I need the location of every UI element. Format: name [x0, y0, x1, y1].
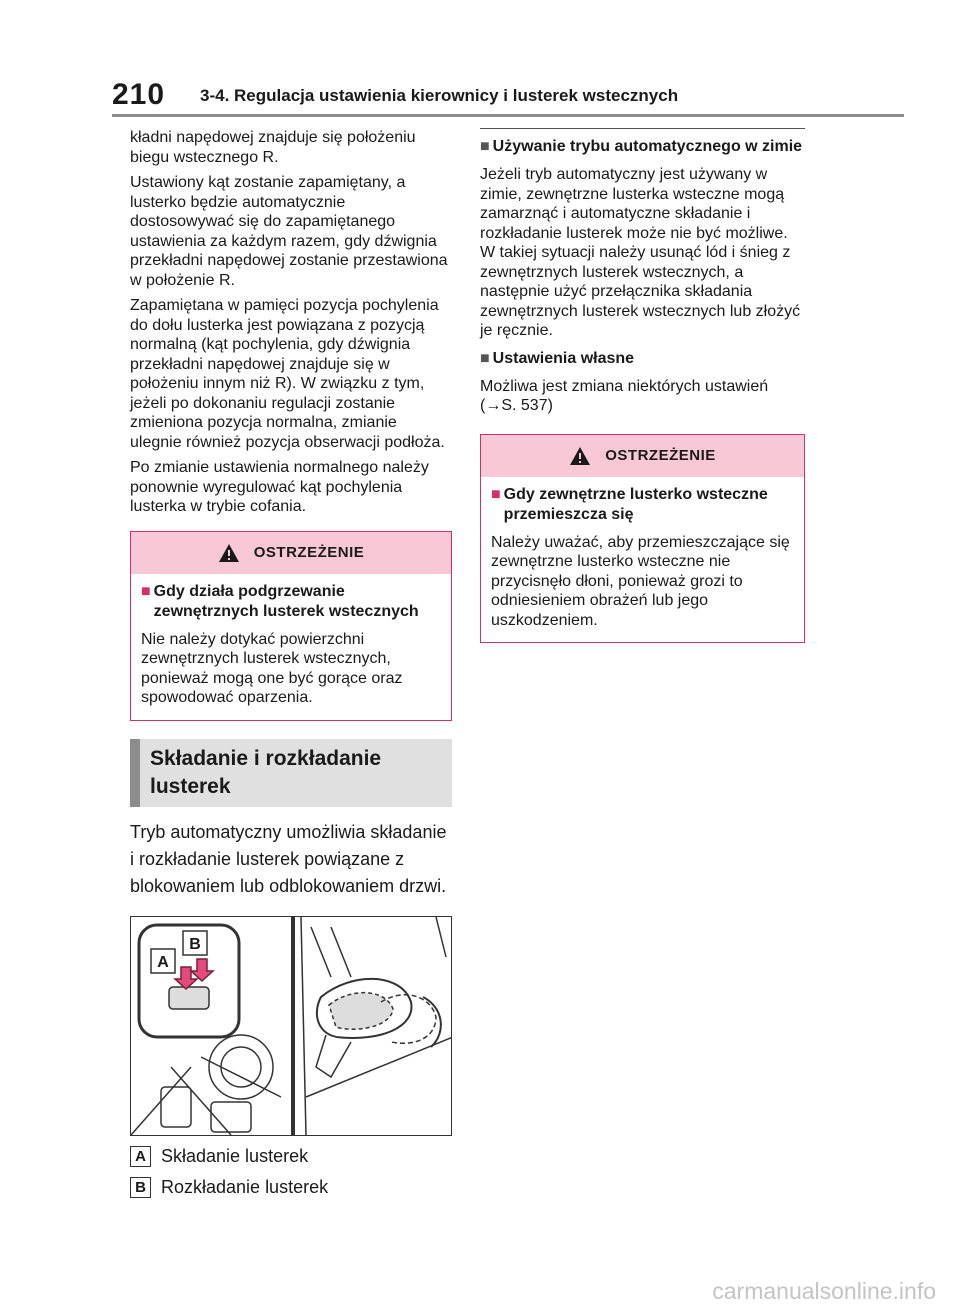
right-column: ■ Używanie trybu automatycznego w zimie …: [480, 128, 805, 643]
paragraph: Zapamiętana w pamięci pozycja pochylenia…: [130, 297, 445, 451]
paragraph: Ustawiony kąt zostanie zapamiętany, a lu…: [130, 174, 448, 289]
site-watermark: carmanualsonline.info: [712, 1278, 936, 1304]
custom-settings-text: Możliwa jest zmiana niektórych ustawień …: [480, 377, 769, 415]
warning-header: OSTRZEŻENIE: [131, 531, 451, 574]
chapter-title: 3-4. Regulacja ustawienia kierownicy i l…: [200, 86, 679, 105]
figure-label-a-text: A: [157, 954, 169, 971]
section-heading: Składanie i rozkładanie lusterek: [130, 738, 452, 807]
warning-subheading-text: Gdy zewnętrzne lusterko wsteczne przemie…: [503, 485, 768, 523]
square-bullet-icon: ■: [480, 349, 490, 367]
custom-settings-subheading-text: Ustawienia własne: [492, 349, 635, 367]
legend-tag-b: B: [130, 1176, 151, 1198]
warning-header: OSTRZEŻENIE: [481, 434, 804, 477]
figure-label-a: A: [150, 947, 176, 974]
warning-subheading: ■ Gdy zewnętrzne lusterko wsteczne przem…: [491, 485, 794, 525]
section-intro: Tryb automatyczny umożliwia składanie i …: [130, 821, 447, 896]
mirror-figure: A B: [130, 915, 452, 1136]
legend-text: Rozkładanie lusterek: [161, 1176, 329, 1197]
figure-label-b-text: B: [189, 936, 201, 953]
winter-subheading-text: Używanie trybu automatycznego w zimie: [492, 138, 803, 155]
page-number: 210: [112, 78, 166, 111]
figure-label-b: B: [182, 929, 208, 956]
paragraph: kładni napędowej znajduje się położeniu …: [130, 129, 416, 166]
winter-subheading: ■ Używanie trybu automatycznego w zimie: [480, 137, 805, 157]
warning-text: Należy uważać, aby przemieszczające się …: [491, 533, 790, 629]
warning-title: OSTRZEŻENIE: [253, 544, 365, 561]
mirror-switch-illustration: A B: [131, 916, 451, 1135]
warning-box-moving: OSTRZEŻENIE ■ Gdy zewnętrzne lusterko ws…: [480, 433, 805, 643]
warning-text: Nie należy dotykać powierzchni zewnętrzn…: [141, 630, 403, 707]
column-divider: [480, 128, 805, 129]
custom-settings-subheading: ■ Ustawienia własne: [480, 349, 805, 369]
square-bullet-icon: ■: [491, 485, 501, 503]
square-bullet-icon: ■: [141, 582, 151, 600]
warning-title: OSTRZEŻENIE: [605, 447, 716, 464]
warning-box-heating: OSTRZEŻENIE ■ Gdy działa podgrzewanie ze…: [130, 530, 452, 721]
header-divider: [112, 114, 904, 117]
legend-text: Składanie lusterek: [161, 1145, 309, 1166]
paragraph: Po zmianie ustawienia normalnego należy …: [130, 459, 429, 515]
warning-triangle-icon: [570, 446, 591, 465]
legend-tag-a: A: [130, 1145, 151, 1167]
warning-subheading-text: Gdy działa podgrzewanie zewnętrznych lus…: [153, 582, 419, 620]
warning-triangle-icon: [218, 543, 239, 562]
square-bullet-icon: ■: [480, 138, 490, 155]
legend-item: B Rozkładanie lusterek: [130, 1176, 452, 1198]
winter-text: Jeżeli tryb automatyczny jest używany w …: [480, 166, 801, 339]
legend-item: A Składanie lusterek: [130, 1145, 452, 1167]
left-column: kładni napędowej znajduje się położeniu …: [130, 128, 452, 1198]
warning-subheading: ■ Gdy działa podgrzewanie zewnętrznych l…: [141, 582, 441, 622]
